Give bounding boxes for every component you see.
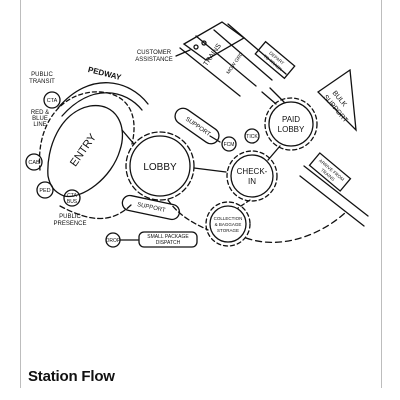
lobby-circle	[129, 135, 191, 197]
customer-assistance-label-2: ASSISTANCE	[135, 57, 173, 63]
customer-assistance-label: CUSTOMER	[137, 50, 172, 56]
depart-sign	[254, 40, 296, 80]
support-bottom-label: SUPPORT	[136, 202, 166, 214]
ped-label: PED	[39, 188, 50, 194]
tick-label: TICK	[246, 134, 258, 140]
check-in-label: CHECK-	[237, 167, 268, 176]
dashed-collection-link	[237, 199, 251, 209]
cta-label: CTA	[47, 98, 58, 104]
customer-assistance-leader	[175, 49, 191, 57]
arrow-lobby-checkin	[193, 167, 227, 173]
red-blue-label-2: BLUE	[32, 116, 48, 122]
arrow-checkin-paid	[267, 145, 281, 161]
pedway-band	[57, 82, 149, 117]
arrive-track-lines	[299, 165, 369, 227]
small-package-box	[138, 231, 198, 248]
lobby-ring	[125, 131, 195, 201]
assistance-dot-2	[201, 40, 207, 46]
collection-label: COLLECTION	[214, 216, 243, 221]
drop-label: DROP	[106, 238, 121, 244]
trains-box	[182, 21, 246, 61]
arrow-paid-trains	[261, 87, 285, 105]
check-in-label-2: IN	[248, 177, 256, 186]
public-presence-label: PUBLIC	[59, 214, 81, 220]
arrow-support-fcm	[209, 135, 221, 143]
pedway-label: PEDWAY	[87, 65, 123, 82]
tick-circle	[244, 128, 260, 144]
entry-dashed-path	[38, 91, 135, 171]
dashed-loop	[59, 199, 209, 231]
paid-lobby-label-2: LOBBY	[278, 125, 305, 134]
page-title: Station Flow	[28, 368, 115, 385]
public-transit-label-2: TRANSIT	[29, 79, 55, 85]
trains-label: TRAINS	[203, 42, 224, 67]
cab-label: CAB	[28, 160, 40, 166]
public-transit-label: PUBLIC	[31, 72, 53, 78]
public-presence-label-2: PRESENCE	[53, 221, 86, 227]
arrow-entry-lobby	[121, 129, 135, 145]
assistance-dot-1	[193, 44, 199, 50]
trains-corridor	[179, 23, 287, 97]
red-blue-label: RED &	[31, 110, 49, 116]
collection-label-2: & BAGGAGE	[215, 222, 242, 227]
cta-bus-label: CTA	[67, 193, 77, 199]
lobby-label: LOBBY	[143, 162, 177, 173]
support-top-label: SUPPORT	[184, 116, 211, 138]
ped-circle	[36, 181, 54, 199]
small-package-label: SMALL PACKAGE	[147, 234, 189, 240]
red-blue-label-3: LINE	[33, 122, 46, 128]
cab-circle	[25, 153, 43, 171]
collection-label-3: STORAGE	[217, 228, 239, 233]
bulk-support-triangle	[316, 68, 357, 132]
collection-ring	[205, 201, 251, 247]
arrive-sign	[308, 152, 352, 192]
small-package-label-2: DISPATCH	[156, 240, 181, 246]
entry-label: ENTRY	[68, 131, 99, 169]
paid-lobby-ring	[264, 97, 318, 151]
cta-bus-circle	[63, 189, 81, 207]
paid-lobby-label: PAID	[282, 115, 300, 124]
cta-bus-label-2: BUS	[67, 199, 78, 205]
collection-circle	[209, 205, 247, 243]
dashed-lower-route	[245, 211, 347, 243]
fcm-circle	[221, 136, 237, 152]
entry-shape	[47, 105, 124, 198]
cta-circle	[43, 91, 61, 109]
fcm-label: FCM	[224, 142, 235, 148]
check-in-ring	[226, 150, 278, 202]
page-frame	[20, 0, 382, 388]
paid-lobby-circle	[268, 101, 314, 147]
check-in-circle	[230, 154, 274, 198]
